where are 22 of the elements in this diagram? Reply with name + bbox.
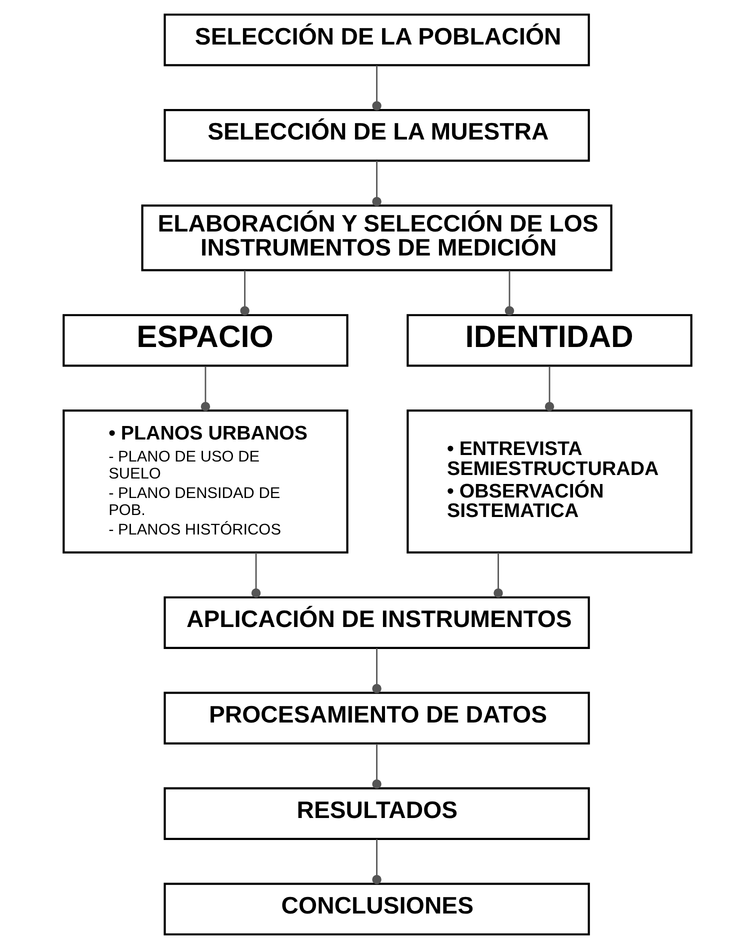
connector [372,743,382,788]
connector [372,160,382,206]
connector [251,552,261,598]
node-box: RESULTADOS [164,786,590,840]
node-box: PROCESAMIENTO DE DATOS [164,691,590,744]
node-box: IDENTIDAD [406,314,692,366]
node-box: • ENTREVISTA SEMIESTRUCTURADA • OBSERVACIÓN SISTEMATICA [406,409,692,553]
connector [240,270,250,315]
node-box: CONCLUSIONES [164,882,590,935]
connector [544,366,554,411]
node-box: SELECCIÓN DE LA MUESTRA [164,108,590,162]
connector [200,366,210,411]
connector [372,64,382,110]
node-box: SELECCIÓN DE LA POBLACIÓN [164,13,590,66]
connector [372,838,382,884]
node-box: ELABORACIÓN Y SELECCIÓN DE LOS INSTRUMENTOS DE MEDICIÓN [141,204,612,271]
connector [504,270,514,315]
connector [494,552,503,598]
node-box: ESPACIO [62,314,348,366]
node-box: • PLANOS URBANOS - PLANO DE USO DE SUELO - PLANO DENSIDAD DE POB. - PLANOS HISTÓRICOS [62,409,348,553]
node-box: APLICACIÓN DE INSTRUMENTOS [164,596,590,648]
connector [372,648,382,693]
